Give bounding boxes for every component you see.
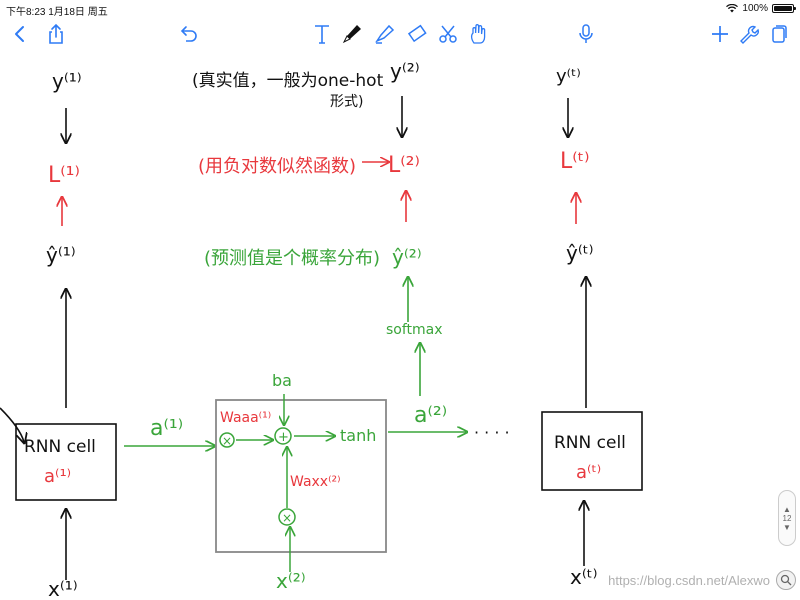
multiply-node-2-glyph: × <box>282 511 292 525</box>
cellt-loss: L⁽ᵗ⁾ <box>560 149 590 174</box>
status-date: 1月18日 周五 <box>48 7 108 18</box>
cell2-yhat: ŷ⁽²⁾ <box>392 245 422 269</box>
undo-icon[interactable] <box>174 20 202 48</box>
a1-label: a⁽¹⁾ <box>150 416 183 441</box>
cell1-x: x⁽¹⁾ <box>48 577 78 600</box>
scroller-up-icon: ▲ <box>783 504 791 514</box>
wifi-icon <box>726 4 739 13</box>
cell2-x: x⁽²⁾ <box>276 569 306 593</box>
cellt-y: y⁽ᵗ⁾ <box>556 66 581 87</box>
wax-label: Waxx⁽²⁾ <box>290 474 341 490</box>
status-right: 100% <box>726 3 796 14</box>
cell1-yhat: ŷ⁽¹⁾ <box>46 243 76 267</box>
cell1-a: a⁽¹⁾ <box>44 466 71 487</box>
cell2-loss: L⁽²⁾ <box>388 153 420 178</box>
watermark: https://blog.csdn.net/Alexwo <box>608 573 770 588</box>
continuation-dots: · · · · <box>474 423 510 442</box>
multiply-node-1-glyph: × <box>222 434 232 448</box>
text-tool-icon[interactable] <box>308 20 336 48</box>
cell1-loss: L⁽¹⁾ <box>48 163 80 188</box>
cellt-rnn-label: RNN cell <box>554 433 626 453</box>
eraser-tool-icon[interactable] <box>402 20 430 48</box>
multiply-node-1 <box>219 432 235 448</box>
battery-percent: 100% <box>742 3 768 14</box>
cell2-box <box>215 399 387 553</box>
scroller-down-icon: ▼ <box>783 522 791 532</box>
cellt-yhat: ŷ⁽ᵗ⁾ <box>566 241 594 265</box>
zoom-icon[interactable] <box>776 570 796 590</box>
status-time: 下午8:23 <box>6 7 46 18</box>
wrench-icon[interactable] <box>734 20 762 48</box>
softmax-label: softmax <box>386 322 443 338</box>
pages-icon[interactable] <box>764 20 792 48</box>
cell1-incoming-curve <box>0 407 24 442</box>
multiply-node-2 <box>278 508 296 526</box>
loss-note: (用负对数似然函数) <box>198 156 356 177</box>
cellt-a: a⁽ᵗ⁾ <box>576 462 601 483</box>
cell1-rnn-label: RNN cell <box>24 437 96 457</box>
truth-note-2: 形式) <box>330 94 363 110</box>
toolbar <box>0 18 800 50</box>
page-indicator: 12 <box>782 513 792 523</box>
cell1-y: y⁽¹⁾ <box>52 69 82 93</box>
back-icon[interactable] <box>6 20 34 48</box>
hand-tool-icon[interactable] <box>464 20 492 48</box>
ba-label: ba <box>272 371 292 390</box>
status-time-date: 下午8:23 1月18日 周五 <box>6 3 108 18</box>
status-bar: 下午8:23 1月18日 周五 100% <box>0 0 800 18</box>
cell1-rnn-box <box>15 423 117 501</box>
battery-icon <box>772 4 796 13</box>
pen-tool-icon[interactable] <box>338 20 366 48</box>
microphone-icon[interactable] <box>572 20 600 48</box>
highlighter-tool-icon[interactable] <box>370 20 398 48</box>
share-icon[interactable] <box>42 20 70 48</box>
pred-note: (预测值是个概率分布) <box>204 248 380 269</box>
a2-label: a⁽²⁾ <box>414 403 447 428</box>
tanh-label: tanh <box>340 426 376 445</box>
scissors-tool-icon[interactable] <box>434 20 462 48</box>
truth-note: (真实值，一般为one-hot <box>192 71 384 91</box>
sum-node <box>274 427 292 445</box>
note-canvas[interactable]: y⁽¹⁾ L⁽¹⁾ ŷ⁽¹⁾ RNN cell a⁽¹⁾ x⁽¹⁾ a⁽¹⁾ (… <box>0 50 800 600</box>
cell2-y: y⁽²⁾ <box>390 59 420 83</box>
cellt-rnn-box <box>541 411 643 491</box>
cellt-x: x⁽ᵗ⁾ <box>570 565 598 589</box>
add-icon[interactable] <box>706 20 734 48</box>
sum-node-glyph: + <box>278 430 289 445</box>
waa-label: Waaa⁽¹⁾ <box>220 410 271 426</box>
page-scroller[interactable]: ▲ 12 ▼ <box>778 490 796 546</box>
